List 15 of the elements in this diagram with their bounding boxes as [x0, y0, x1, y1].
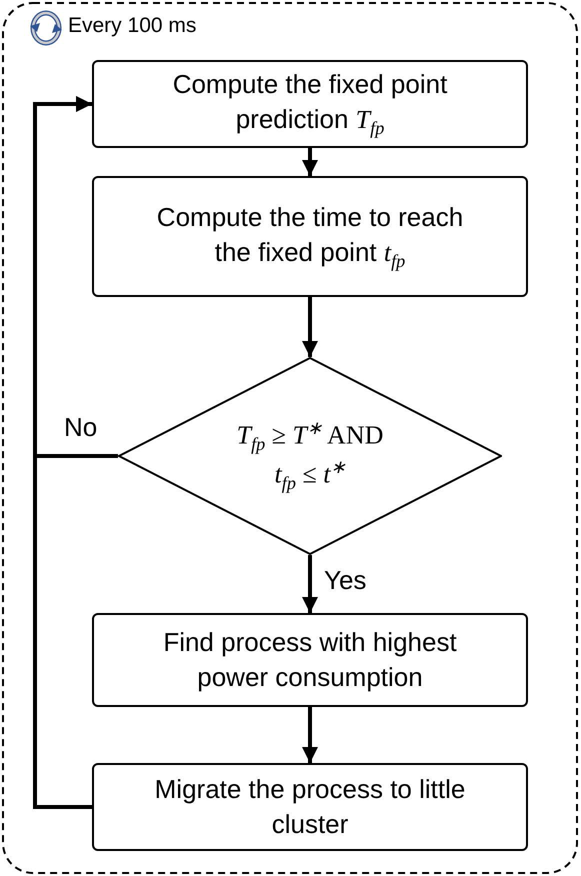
decision-condition: T$_{fp}$ ≥ T$^{∗}$ AND t$_{fp}$ ≤ t$^{∗}$ — [236, 416, 384, 495]
loop-period-label: Every 100 ms — [68, 14, 196, 38]
flow-arrow — [302, 148, 318, 176]
process-text: Compute the time to reach the fixed point t$_{fp}$ — [156, 200, 464, 273]
process-text: Compute the fixed point prediction T$_{fp}$ — [172, 68, 448, 140]
flow-arrow — [302, 297, 318, 357]
process-text: Find process with highest power consumption — [162, 626, 458, 694]
flow-arrow — [302, 555, 318, 613]
process-text: Migrate the process to little cluster — [154, 772, 466, 841]
process-box — [92, 763, 528, 851]
flow-arrow — [302, 707, 318, 763]
process-box — [92, 60, 528, 148]
process-box — [92, 613, 528, 707]
process-box — [92, 176, 528, 297]
loop-back-arrow — [33, 96, 92, 809]
